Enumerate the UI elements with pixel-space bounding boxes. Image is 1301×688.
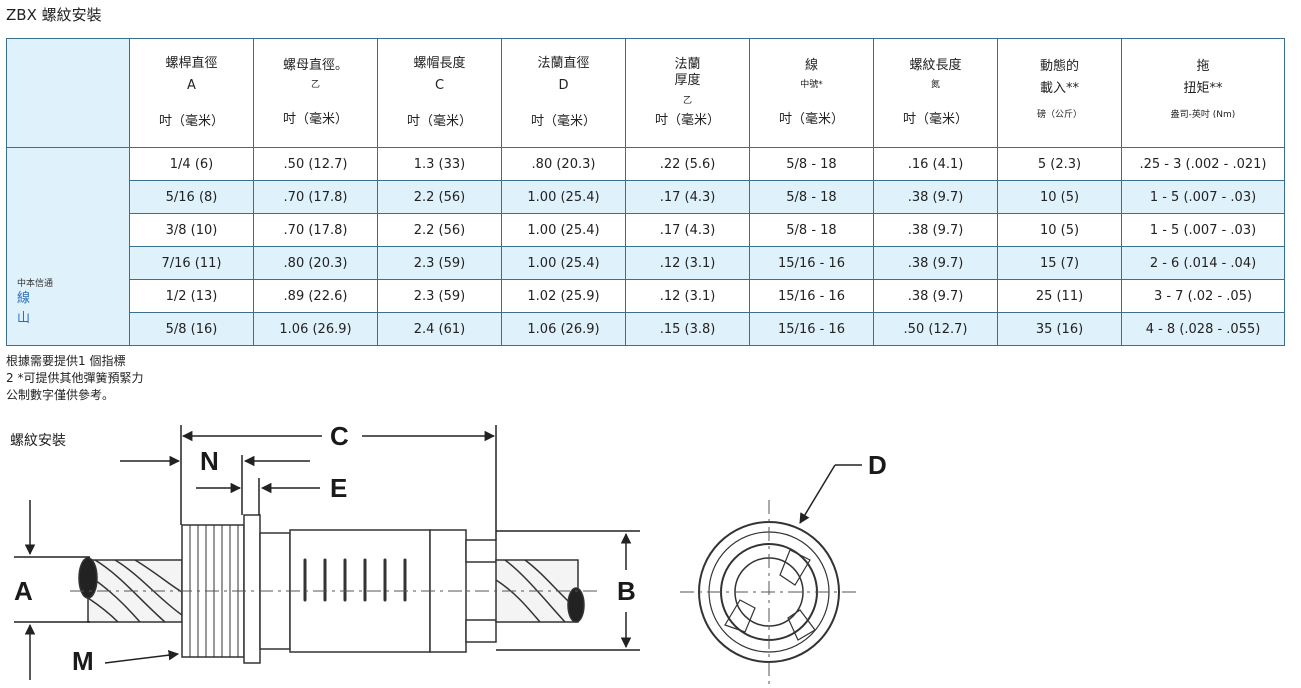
table-cell: .12 (3.1) xyxy=(625,246,750,280)
table-cell: 35 (16) xyxy=(997,312,1122,346)
table-row: 中本信通 線 山 1/4 (6) .50 (12.7) 1.3 (33) .80… xyxy=(6,147,1285,346)
table-cell: 1 - 5 (.007 - .03) xyxy=(1121,180,1285,214)
table-cell: .22 (5.6) xyxy=(625,147,750,181)
label-c: C xyxy=(330,421,349,451)
dimension-n xyxy=(120,455,310,515)
table-cell: 15/16 - 16 xyxy=(749,246,874,280)
table-cell: .38 (9.7) xyxy=(873,213,998,247)
table-row: 5/16 (8) .70 (17.8) 2.2 (56) 1.00 (25.4)… xyxy=(7,180,1285,214)
table-cell: .16 (4.1) xyxy=(873,147,998,181)
side-panel: 中本信通 線 山 xyxy=(6,147,130,346)
rope-left xyxy=(78,557,183,623)
table-cell: 1.06 (26.9) xyxy=(501,312,626,346)
table-cell: 4 - 8 (.028 - .055) xyxy=(1121,312,1285,346)
table-cell: 10 (5) xyxy=(997,180,1122,214)
side-note: 中本信通 xyxy=(17,279,54,289)
threaded-body xyxy=(181,514,497,664)
table-cell: .70 (17.8) xyxy=(253,213,378,247)
dimension-e xyxy=(196,478,320,515)
table-cell: .70 (17.8) xyxy=(253,180,378,214)
table-cell: .15 (3.8) xyxy=(625,312,750,346)
diagram-title: 螺紋安裝 xyxy=(10,433,66,449)
table-cell: .80 (20.3) xyxy=(501,147,626,181)
end-view xyxy=(680,500,860,685)
table-cell: 2.2 (56) xyxy=(377,213,502,247)
header-dynamic-load: 動態的 載入** 磅（公斤） xyxy=(997,38,1122,148)
table-cell: 2.3 (59) xyxy=(377,246,502,280)
table-cell: 5/8 - 18 xyxy=(749,213,874,247)
header-nut-length: 螺帽長度 C 吋（毫米） xyxy=(377,38,502,148)
dimension-c xyxy=(180,425,497,540)
table-notes: 根據需要提供1 個指標 2 *可提供其他彈簧預緊力 公制數字僅供參考。 xyxy=(6,353,143,404)
note-line: 2 *可提供其他彈簧預緊力 xyxy=(6,371,144,385)
table-cell: .38 (9.7) xyxy=(873,246,998,280)
table-cell: .50 (12.7) xyxy=(253,147,378,181)
header-thread-length: 螺紋長度 氮 吋（毫米） xyxy=(873,38,998,148)
table-cell: 15/16 - 16 xyxy=(749,312,874,346)
table-cell: 2 - 6 (.014 - .04) xyxy=(1121,246,1285,280)
note-line: 根據需要提供1 個指標 xyxy=(6,354,126,368)
table-cell: 1.3 (33) xyxy=(377,147,502,181)
table-cell: .17 (4.3) xyxy=(625,180,750,214)
side-link-thread[interactable]: 線 xyxy=(17,291,31,306)
table-cell: 2.2 (56) xyxy=(377,180,502,214)
table-cell: 5/8 - 18 xyxy=(749,147,874,181)
header-drag-torque: 拖 扭矩** 盎司-英吋 (Nm) xyxy=(1121,38,1285,148)
table-cell: .50 (12.7) xyxy=(873,312,998,346)
table-cell: 15/16 - 16 xyxy=(749,279,874,313)
table-cell: 1.02 (25.9) xyxy=(501,279,626,313)
dimension-b xyxy=(496,530,640,651)
table-cell: 5/8 - 18 xyxy=(749,180,874,214)
table-cell: 1/2 (13) xyxy=(129,279,254,313)
pointer-m xyxy=(104,649,180,664)
label-e: E xyxy=(330,473,347,503)
pointer-d xyxy=(799,464,862,524)
table-header-row: 螺桿直徑 A 吋（毫米） 螺母直徑。 乙 吋（毫米） 螺帽長度 C 吋（毫米） … xyxy=(6,38,1285,148)
table-cell: 25 (11) xyxy=(997,279,1122,313)
table-cell: 15 (7) xyxy=(997,246,1122,280)
page-title: ZBX 螺紋安裝 xyxy=(6,6,102,24)
table-cell: 1 - 5 (.007 - .03) xyxy=(1121,213,1285,247)
table-row: 3/8 (10) .70 (17.8) 2.2 (56) 1.00 (25.4)… xyxy=(7,213,1285,247)
dimension-a xyxy=(14,500,90,680)
header-thread: 線 中號* 吋（毫米） xyxy=(749,38,874,148)
table-row: 5/8 (16) 1.06 (26.9) 2.4 (61) 1.06 (26.9… xyxy=(7,312,1285,346)
note-line: 公制數字僅供參考。 xyxy=(6,388,115,402)
table-cell: .89 (22.6) xyxy=(253,279,378,313)
label-b: B xyxy=(617,576,636,606)
table-cell: 10 (5) xyxy=(997,213,1122,247)
table-cell: .38 (9.7) xyxy=(873,279,998,313)
table-cell: 1.06 (26.9) xyxy=(253,312,378,346)
table-cell: 1.00 (25.4) xyxy=(501,213,626,247)
label-m: M xyxy=(72,646,94,676)
spec-table: 螺桿直徑 A 吋（毫米） 螺母直徑。 乙 吋（毫米） 螺帽長度 C 吋（毫米） … xyxy=(6,38,1285,346)
label-n: N xyxy=(200,446,219,476)
header-nut-diameter: 螺母直徑。 乙 吋（毫米） xyxy=(253,38,378,148)
table-cell: .12 (3.1) xyxy=(625,279,750,313)
label-a: A xyxy=(14,576,33,606)
table-cell: 5/8 (16) xyxy=(129,312,254,346)
table-cell: 2.4 (61) xyxy=(377,312,502,346)
table-cell: 1.00 (25.4) xyxy=(501,246,626,280)
header-flange-diameter: 法蘭直徑 D 吋（毫米） xyxy=(501,38,626,148)
header-flange-thickness: 法蘭 厚度 乙 吋（毫米） xyxy=(625,38,750,148)
table-row: 7/16 (11) .80 (20.3) 2.3 (59) 1.00 (25.4… xyxy=(7,246,1285,280)
side-link-mount[interactable]: 山 xyxy=(17,311,31,326)
label-d: D xyxy=(868,450,887,480)
table-cell: .38 (9.7) xyxy=(873,180,998,214)
